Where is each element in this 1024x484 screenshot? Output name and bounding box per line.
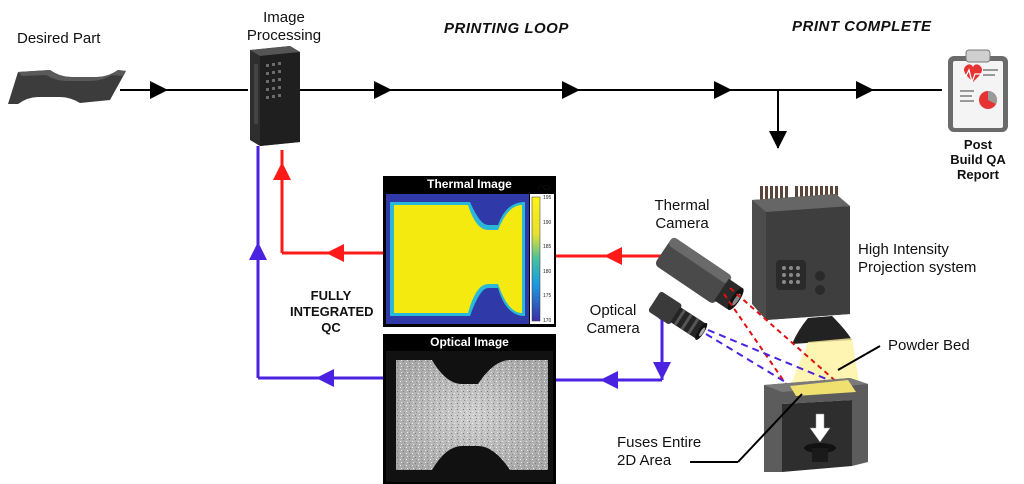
colorbar-tick: 180: [543, 269, 552, 275]
tower-computer-icon: [250, 46, 300, 146]
colorbar-tick: 185: [543, 244, 552, 250]
fuses-area-leader: [737, 393, 803, 463]
flow-arrow-4: [714, 81, 732, 99]
fully-integrated-qc-label: FULLY INTEGRATED QC: [290, 288, 374, 335]
desired-part-label: Desired Part: [17, 30, 101, 47]
powder-bed-leader: [837, 345, 881, 371]
thermal-colorbar-unit: (°C): [538, 185, 551, 192]
light-rays: [705, 287, 860, 393]
optical-camera-label: Optical Camera: [586, 302, 640, 337]
colorbar-tick: 170: [543, 318, 552, 324]
powder-bed-label: Powder Bed: [888, 337, 970, 354]
clipboard-report-icon: [948, 49, 1008, 132]
projector-icon: [752, 186, 852, 344]
thermal-image-title: Thermal Image: [383, 176, 556, 193]
thermal-image-panel: 195 190 185 180 175 170: [383, 176, 556, 327]
print-complete-label: PRINT COMPLETE: [792, 18, 932, 35]
flow-arrow-2: [374, 81, 392, 99]
leader-lines: [690, 345, 881, 463]
colorbar-tick: 195: [543, 195, 552, 201]
optical-camera-icon: [648, 291, 708, 340]
image-processing-label: Image Processing: [246, 9, 322, 44]
branch-arrow: [769, 131, 787, 149]
thermal-camera-label: Thermal Camera: [654, 197, 710, 232]
desired-part-shape: [8, 70, 126, 104]
colorbar-tick: 175: [543, 293, 552, 299]
thermal-camera-icon: [655, 237, 744, 311]
printing-loop-label: PRINTING LOOP: [444, 20, 569, 37]
optical-image-panel: [383, 334, 556, 484]
colorbar-tick: 190: [543, 220, 552, 226]
flow-arrow-5: [856, 81, 874, 99]
post-build-qa-label: Post Build QA Report: [950, 137, 1006, 182]
flow-arrow-1: [150, 81, 168, 99]
flow-arrow-3: [562, 81, 580, 99]
optical-image-title: Optical Image: [383, 334, 556, 351]
fuses-area-label: Fuses Entire 2D Area: [617, 434, 702, 469]
main-flow-line: [120, 81, 942, 149]
powder-bed: [764, 378, 868, 472]
projection-system-label: High Intensity Projection system: [858, 241, 977, 276]
